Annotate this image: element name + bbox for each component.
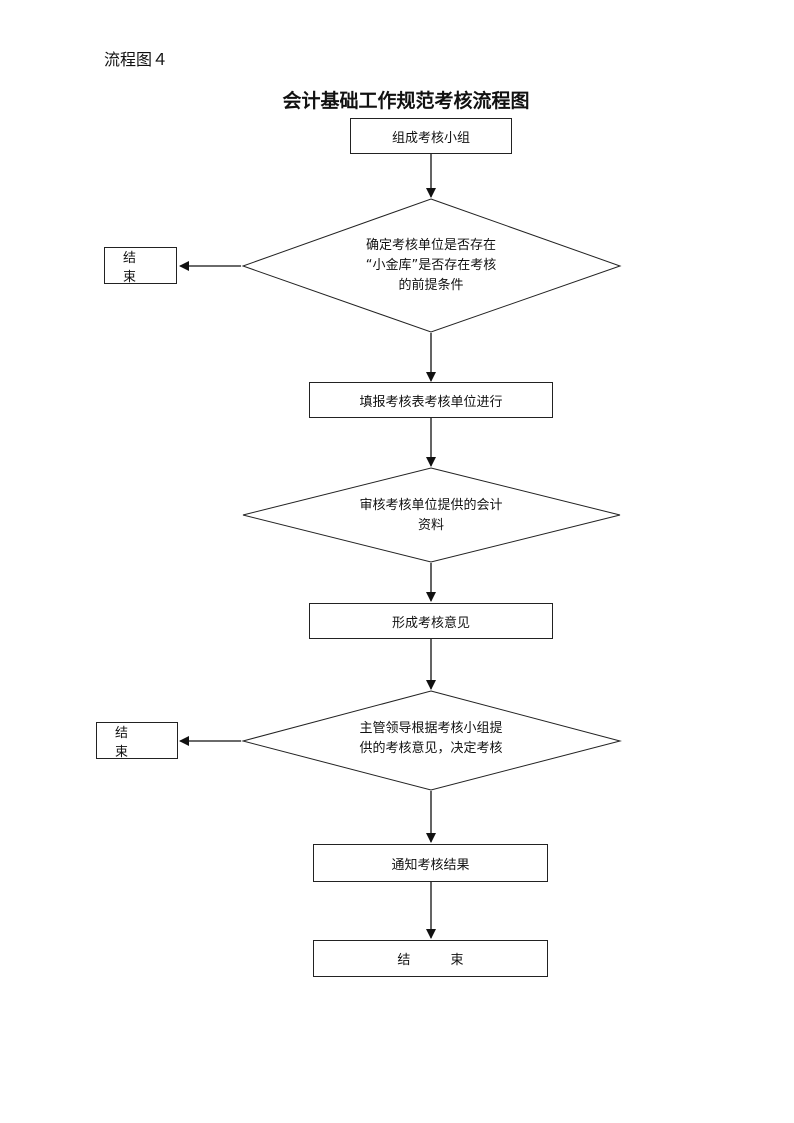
decision-1-diamond bbox=[241, 198, 622, 333]
decision-3-line-1: 主管领导根据考核小组提 bbox=[359, 721, 503, 736]
decision-2-text: 审核考核单位提供的会计 资料 bbox=[300, 494, 562, 538]
end-box-1: 结 束 bbox=[104, 247, 177, 285]
decision-2-line-2: 资料 bbox=[417, 518, 444, 533]
step-form-group-label: 组成考核小组 bbox=[391, 130, 470, 146]
decision-1-line-3: 的前提条件 bbox=[398, 278, 464, 293]
decision-3-text: 主管领导根据考核小组提 供的考核意见，决定考核 bbox=[300, 717, 562, 761]
step-fill-form-label: 填报考核表考核单位进行 bbox=[359, 394, 503, 410]
decision-1-text: 确定考核单位是否存在 “小金库”是否存在考核 的前提条件 bbox=[300, 232, 562, 300]
decision-2-diamond bbox=[242, 467, 621, 563]
end-box-2-label: 结 束 bbox=[115, 725, 147, 760]
end-box-2: 结 束 bbox=[96, 722, 178, 760]
step-notify: 通知考核结果 bbox=[313, 844, 548, 882]
diagram-title: 会计基础工作规范考核流程图 bbox=[282, 90, 530, 112]
decision-1-line-2: “小金库”是否存在考核 bbox=[365, 258, 497, 273]
step-notify-label: 通知考核结果 bbox=[391, 857, 470, 873]
step-form-opinion: 形成考核意见 bbox=[309, 603, 553, 639]
step-end-final-label: 结 束 bbox=[397, 953, 482, 968]
step-end-final: 结 束 bbox=[313, 940, 548, 977]
step-form-opinion-label: 形成考核意见 bbox=[391, 615, 470, 631]
step-form-group: 组成考核小组 bbox=[350, 118, 512, 154]
end-box-1-label: 结 束 bbox=[123, 250, 155, 285]
decision-3-line-2: 供的考核意见，决定考核 bbox=[359, 741, 503, 756]
decision-2-line-1: 审核考核单位提供的会计 bbox=[359, 498, 503, 513]
decision-1-line-1: 确定考核单位是否存在 bbox=[365, 238, 496, 253]
step-fill-form: 填报考核表考核单位进行 bbox=[309, 382, 553, 418]
decision-3-diamond bbox=[241, 690, 622, 791]
document-label: 流程图４ bbox=[104, 50, 169, 69]
